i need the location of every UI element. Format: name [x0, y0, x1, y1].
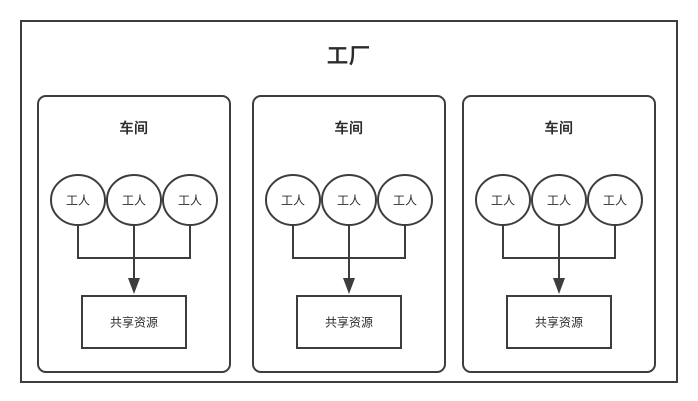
- factory-title: 工厂: [327, 44, 371, 68]
- worker-node-1-2[interactable]: [106, 174, 162, 226]
- workshop-label-2: 车间: [335, 120, 364, 137]
- workshop-group-3: 车间 工人 工人 工人 共享资源: [462, 95, 656, 373]
- resource-arrow-head-3: [553, 278, 565, 294]
- shared-resource-node-2[interactable]: [296, 295, 402, 349]
- worker-label-2-3: 工人: [393, 194, 417, 208]
- worker-node-3-1[interactable]: [475, 174, 531, 226]
- worker-label-1-2: 工人: [122, 194, 146, 208]
- workshop-label-1: 车间: [120, 120, 149, 137]
- worker-node-1-3[interactable]: [162, 174, 218, 226]
- worker-node-2-1[interactable]: [265, 174, 321, 226]
- worker-node-3-2[interactable]: [531, 174, 587, 226]
- worker-node-2-3[interactable]: [377, 174, 433, 226]
- worker-node-1-1[interactable]: [50, 174, 106, 226]
- shared-resource-node-3[interactable]: [506, 295, 612, 349]
- shared-resource-label-1: 共享资源: [110, 315, 158, 330]
- worker-label-2-2: 工人: [337, 194, 361, 208]
- resource-arrow-head-2: [343, 278, 355, 294]
- workshop-group-2: 车间 工人 工人 工人 共享资源: [252, 95, 446, 373]
- worker-label-3-3: 工人: [603, 194, 627, 208]
- shared-resource-label-3: 共享资源: [535, 315, 583, 330]
- worker-label-3-1: 工人: [491, 194, 515, 208]
- worker-node-2-2[interactable]: [321, 174, 377, 226]
- worker-label-1-1: 工人: [66, 194, 90, 208]
- workshop-group-1: 车间 工人 工人 工人 共享资源: [37, 95, 231, 373]
- workshop-label-3: 车间: [545, 120, 574, 137]
- worker-label-1-3: 工人: [178, 194, 202, 208]
- shared-resource-label-2: 共享资源: [325, 315, 373, 330]
- shared-resource-node-1[interactable]: [81, 295, 187, 349]
- resource-arrow-head-1: [128, 278, 140, 294]
- worker-label-3-2: 工人: [547, 194, 571, 208]
- worker-label-2-1: 工人: [281, 194, 305, 208]
- worker-node-3-3[interactable]: [587, 174, 643, 226]
